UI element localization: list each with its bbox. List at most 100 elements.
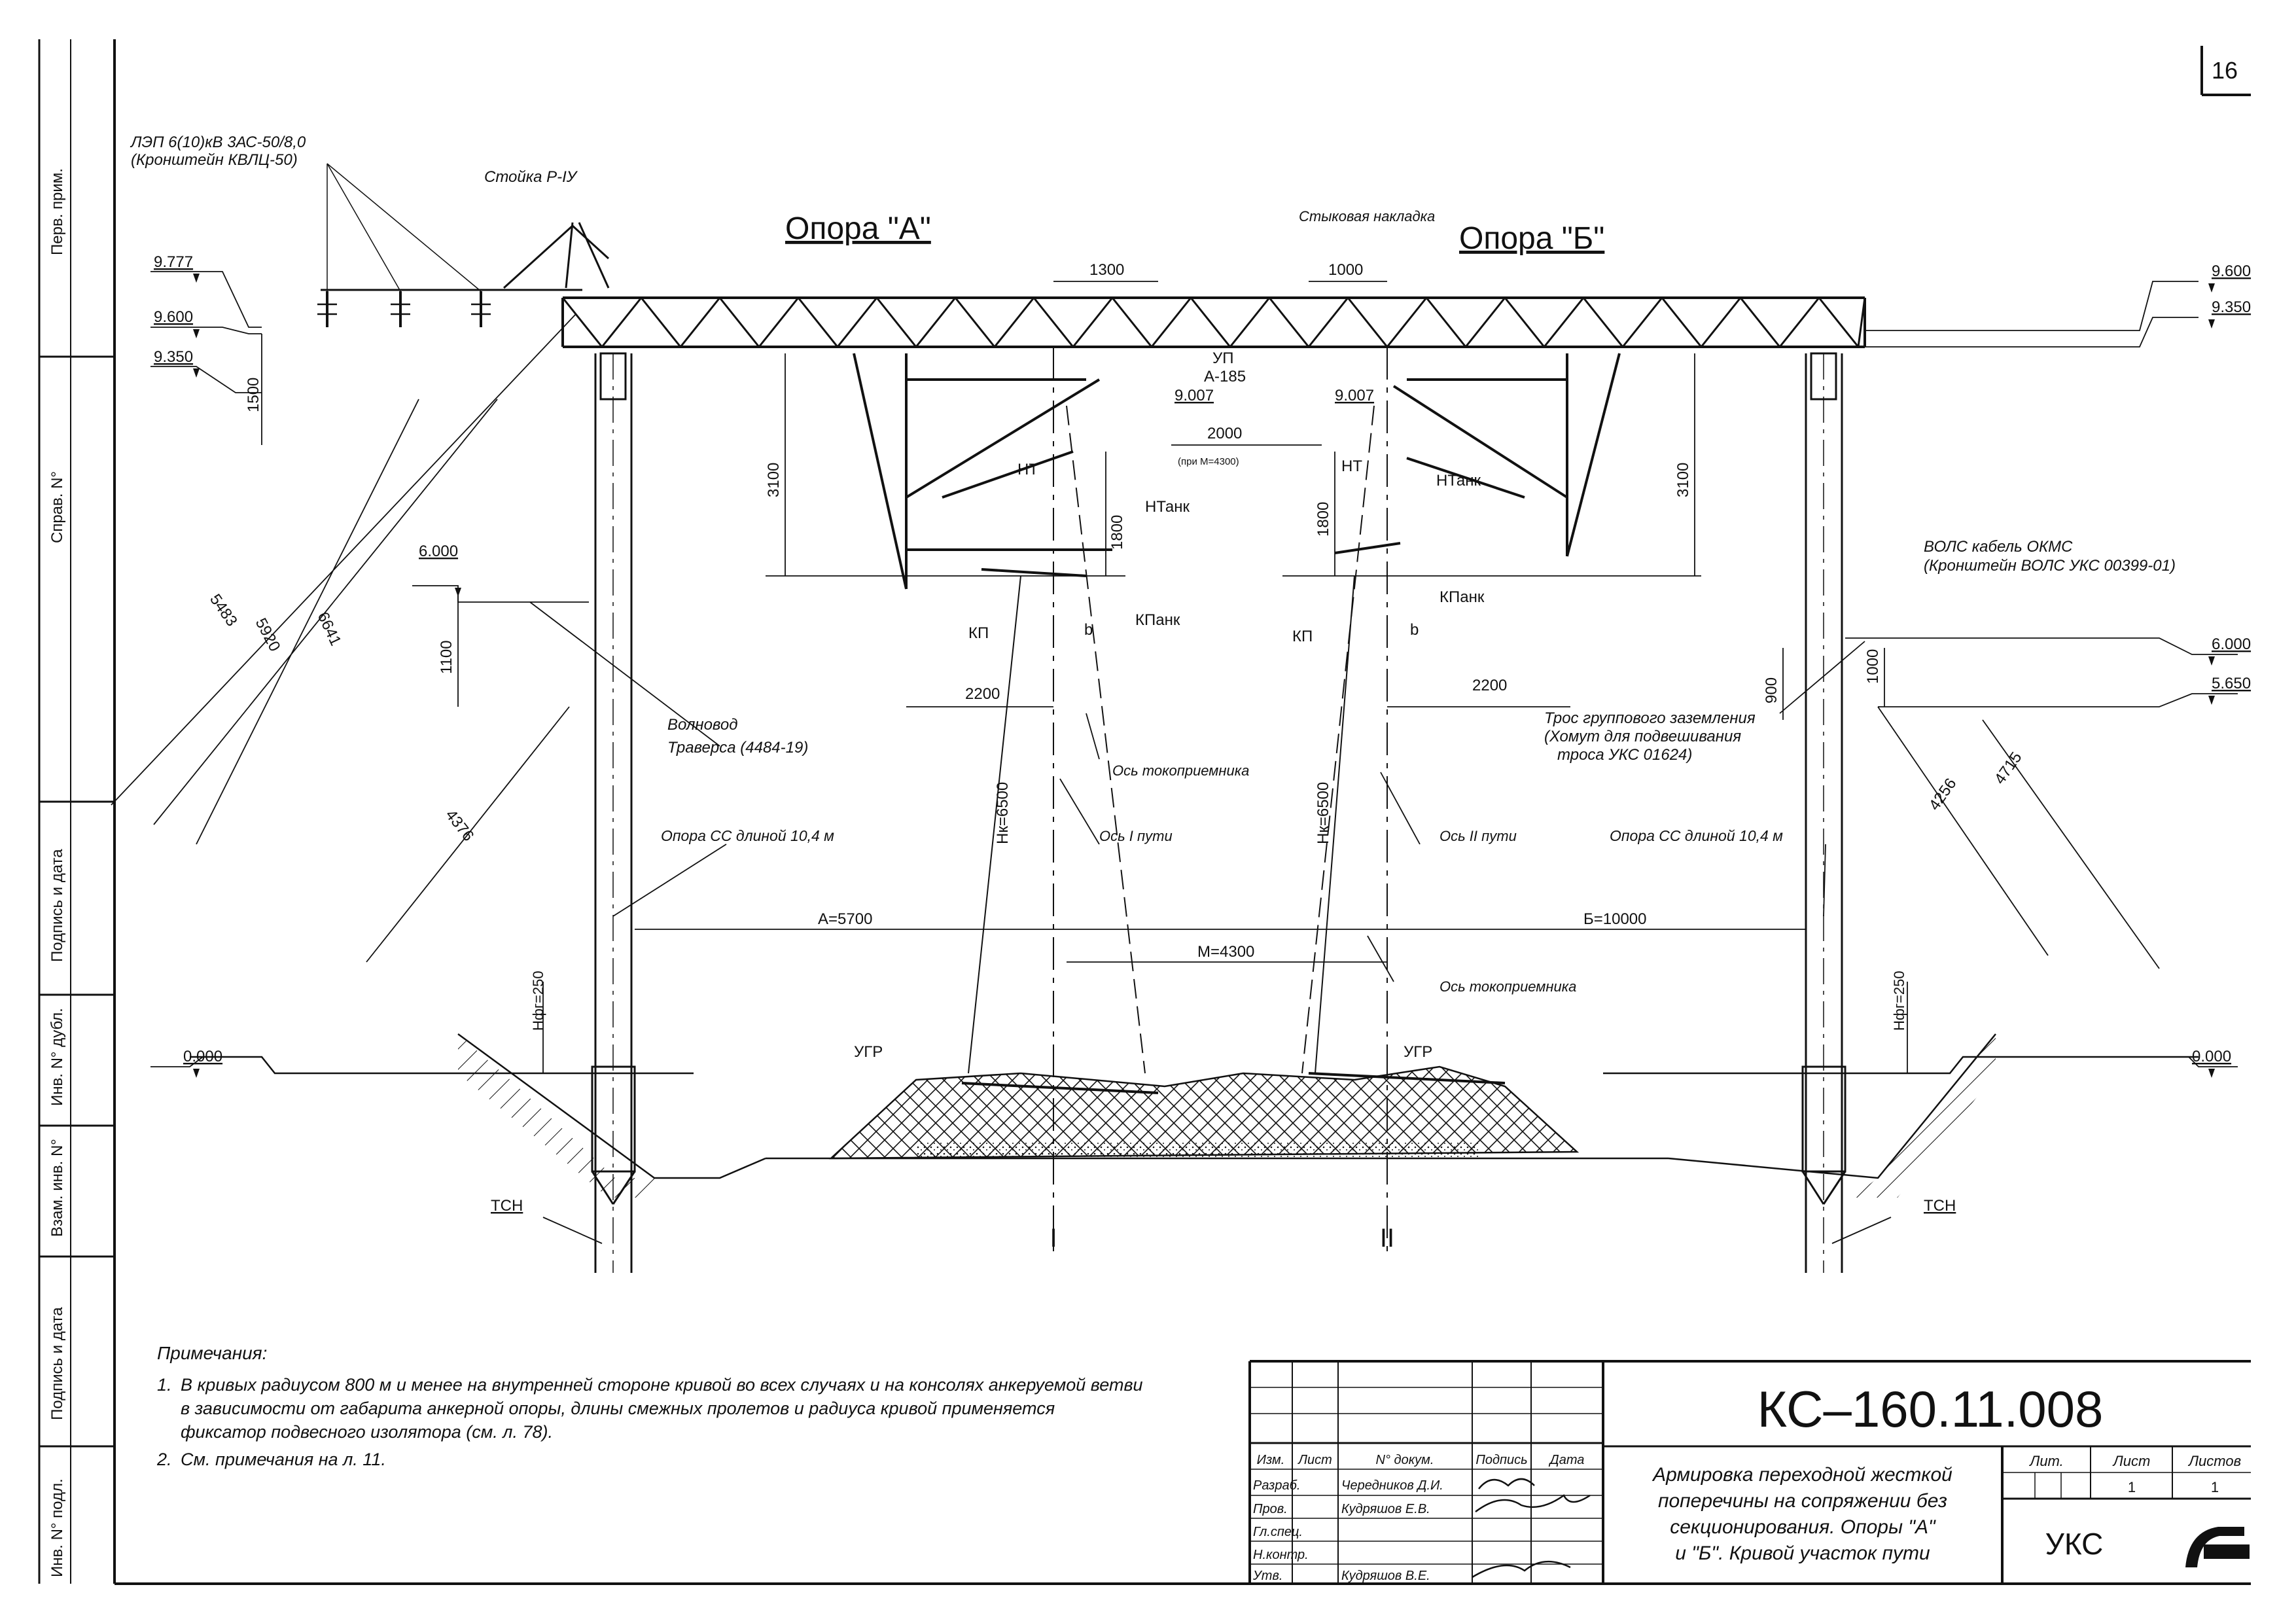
svg-text:9.350: 9.350 xyxy=(2212,298,2251,316)
truss-diagonal xyxy=(1111,297,1153,348)
svg-text:секционирования. Опоры "А": секционирования. Опоры "А" xyxy=(1670,1516,1936,1538)
sheet-number: 16 xyxy=(2212,57,2238,84)
nt-1-label: НТ xyxy=(1017,461,1038,478)
svg-text:Hк=6500: Hк=6500 xyxy=(1315,782,1332,844)
kpank-1-label: КПанк xyxy=(1135,611,1180,629)
truss-diagonal xyxy=(1661,297,1703,348)
pri-m-label: (при М=4300) xyxy=(1178,456,1239,467)
svg-text:Инв. N° дубл.: Инв. N° дубл. xyxy=(48,1008,66,1106)
svg-text:5483: 5483 xyxy=(206,591,241,630)
truss-diagonals xyxy=(561,297,1866,348)
truss-diagonal xyxy=(1778,297,1820,348)
svg-text:1: 1 xyxy=(2211,1479,2219,1495)
signatures xyxy=(1472,1478,1591,1578)
logo-icon xyxy=(2185,1527,2250,1567)
svg-text:Подпись: Подпись xyxy=(1475,1453,1527,1467)
svg-text:Кудряшов Е.В.: Кудряшов Е.В. xyxy=(1341,1502,1430,1516)
svg-text:Чередников Д.И.: Чередников Д.И. xyxy=(1341,1478,1443,1493)
truss-diagonal xyxy=(679,297,721,348)
svg-text:Hфг=250: Hфг=250 xyxy=(1891,971,1907,1031)
svg-text:Справ. N°: Справ. N° xyxy=(48,471,66,543)
console-a xyxy=(853,353,1112,590)
lep-crossarm xyxy=(317,163,610,327)
dimension-labels: 1300 1000 2000 2200 2200 А=5700 Б=10000 … xyxy=(206,261,2025,1031)
stoyka-label: Стойка Р-IУ xyxy=(484,168,578,186)
truss-diagonal xyxy=(875,297,917,348)
main-labels: Опора "А" Опора "Б" ЛЭП 6(10)кВ 3АС-50/8… xyxy=(130,134,2176,1253)
svg-text:0.000: 0.000 xyxy=(2192,1048,2231,1065)
ballast-prism xyxy=(828,1065,1580,1160)
svg-text:2200: 2200 xyxy=(965,685,1000,703)
side-strip-labels: Перв. прим. Справ. N° Подпись и дата Инв… xyxy=(48,168,66,1577)
b-1-label: b xyxy=(1084,621,1093,639)
tros-label-3: троса УКС 01624) xyxy=(1557,746,1692,764)
svg-text:Изм.: Изм. xyxy=(1257,1453,1285,1467)
lep-bracket-label: (Кронштейн КВЛЦ-50) xyxy=(131,151,298,169)
truss-diagonal xyxy=(1229,297,1271,348)
svg-text:Перв. прим.: Перв. прим. xyxy=(48,168,66,255)
notes-heading: Примечания: xyxy=(157,1343,268,1363)
svg-text:2000: 2000 xyxy=(1207,425,1242,442)
svg-text:Дата: Дата xyxy=(1549,1453,1585,1467)
svg-text:М=4300: М=4300 xyxy=(1197,943,1254,961)
truss-diagonal xyxy=(1582,297,1624,348)
truss-diagonal xyxy=(1425,297,1467,348)
opora-a-title: Опора "А" xyxy=(785,211,931,246)
svg-text:9.350: 9.350 xyxy=(154,348,193,366)
svg-text:Инв. N° подл.: Инв. N° подл. xyxy=(48,1478,66,1577)
truss-diagonal xyxy=(601,297,643,348)
svg-text:6.000: 6.000 xyxy=(2212,635,2251,653)
truss-diagonal xyxy=(1464,297,1506,348)
os-tokopr-1-label: Ось токоприемника xyxy=(1112,762,1249,779)
svg-text:1800: 1800 xyxy=(1108,515,1126,550)
tros-label-1: Трос группового заземления xyxy=(1544,709,1756,727)
svg-text:Утв.: Утв. xyxy=(1252,1569,1282,1583)
svg-text:9.007: 9.007 xyxy=(1335,387,1374,404)
tsn-2-label: ТСН xyxy=(1924,1197,1956,1215)
vols-bracket-label: (Кронштейн ВОЛС УКС 00399-01) xyxy=(1924,557,2176,575)
right-slope-hatch xyxy=(1852,1034,1996,1198)
opora-b-title: Опора "Б" xyxy=(1459,221,1604,256)
yp-label: УП xyxy=(1212,349,1234,367)
svg-text:9.600: 9.600 xyxy=(154,308,193,326)
truss-diagonal xyxy=(1307,297,1349,348)
truss-diagonal xyxy=(561,297,603,348)
truss-diagonal xyxy=(1700,297,1742,348)
truss-diagonal xyxy=(1190,297,1231,348)
truss-diagonal xyxy=(1347,297,1388,348)
notes-block: Примечания: 1.В кривых радиусом 800 м и … xyxy=(157,1342,1269,1471)
truss-diagonal xyxy=(915,297,957,348)
dimension-lines xyxy=(111,271,2238,1244)
truss-diagonal xyxy=(1504,297,1545,348)
truss-diagonal xyxy=(1033,297,1074,348)
svg-text:Взам. инв. N°: Взам. инв. N° xyxy=(48,1139,66,1237)
sleepers xyxy=(961,1072,1506,1094)
note-2: 2.См. примечания на л. 11. xyxy=(157,1450,386,1469)
svg-text:9.600: 9.600 xyxy=(2212,262,2251,280)
svg-text:0.000: 0.000 xyxy=(183,1048,222,1065)
svg-text:1100: 1100 xyxy=(438,640,455,674)
truss-diagonal xyxy=(1150,297,1192,348)
opora-cc-left-label: Опора СС длиной 10,4 м xyxy=(661,827,834,844)
truss-diagonal xyxy=(640,297,682,348)
pole-left xyxy=(591,352,636,1273)
tsn-1-label: ТСН xyxy=(491,1197,523,1215)
svg-text:Лит.: Лит. xyxy=(2028,1453,2064,1469)
svg-text:1000: 1000 xyxy=(1328,261,1363,279)
subballast xyxy=(916,1142,1479,1158)
svg-text:1500: 1500 xyxy=(245,378,262,412)
truss-diagonal xyxy=(1072,297,1114,348)
opora-cc-right-label: Опора СС длиной 10,4 м xyxy=(1610,827,1783,844)
svg-text:Пров.: Пров. xyxy=(1253,1502,1288,1516)
svg-text:Подпись и дата: Подпись и дата xyxy=(48,849,66,962)
track-1-label: I xyxy=(1050,1224,1057,1253)
truss-diagonal xyxy=(797,297,839,348)
ugr-2-label: УГР xyxy=(1404,1043,1432,1061)
svg-text:9.777: 9.777 xyxy=(154,253,193,271)
truss-diagonal xyxy=(1739,297,1781,348)
svg-text:3100: 3100 xyxy=(765,463,783,497)
note-1: 1.В кривых радиусом 800 м и менее на вну… xyxy=(157,1375,1143,1395)
os-tokopr-2-label: Ось токоприемника xyxy=(1439,978,1576,995)
traversa-label: Траверса (4484-19) xyxy=(667,739,808,757)
kp-1-label: КП xyxy=(968,624,989,642)
